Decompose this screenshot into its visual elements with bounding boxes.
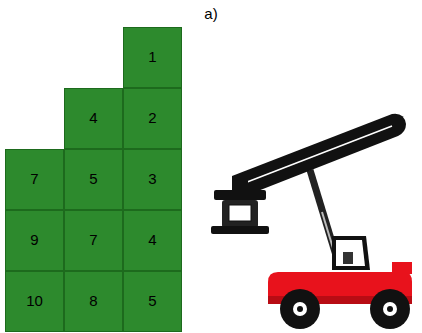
container-number: 4 <box>89 110 97 127</box>
container-number: 10 <box>26 293 43 310</box>
driver-seat <box>343 252 353 264</box>
spreader-body <box>222 200 258 228</box>
cab-frame <box>332 236 370 270</box>
container-box: 9 <box>5 210 64 271</box>
cab-window <box>336 240 365 266</box>
counterweight <box>392 262 412 274</box>
boom <box>232 114 406 198</box>
spreader-detail <box>229 205 251 221</box>
container-box: 7 <box>5 149 64 210</box>
front-hub <box>293 302 307 316</box>
front-wheel <box>280 289 320 329</box>
container-box: 5 <box>123 271 182 332</box>
container-box: 4 <box>123 210 182 271</box>
container-box: 7 <box>64 210 123 271</box>
container-number: 8 <box>89 293 97 310</box>
container-box: 3 <box>123 149 182 210</box>
container-number: 4 <box>148 232 156 249</box>
container-box: 8 <box>64 271 123 332</box>
container-box: 5 <box>64 149 123 210</box>
container-number: 9 <box>30 232 38 249</box>
spreader-top <box>214 190 266 200</box>
container-number: 2 <box>148 110 156 127</box>
front-hub-center <box>297 306 303 312</box>
rear-wheel <box>370 289 410 329</box>
panel-label: a) <box>204 6 217 23</box>
spreader-head <box>232 176 248 190</box>
container-box: 10 <box>5 271 64 332</box>
rear-hub <box>383 302 397 316</box>
container-number: 5 <box>89 171 97 188</box>
container-number: 5 <box>148 293 156 310</box>
container-box: 1 <box>123 27 182 88</box>
container-number: 3 <box>148 171 156 188</box>
rear-hub-center <box>387 306 393 312</box>
container-box: 4 <box>64 88 123 149</box>
container-number: 7 <box>30 171 38 188</box>
container-number: 1 <box>148 49 156 66</box>
boom-highlight <box>242 126 392 184</box>
spreader-bottom <box>211 226 269 234</box>
container-number: 7 <box>89 232 97 249</box>
container-box: 2 <box>123 88 182 149</box>
